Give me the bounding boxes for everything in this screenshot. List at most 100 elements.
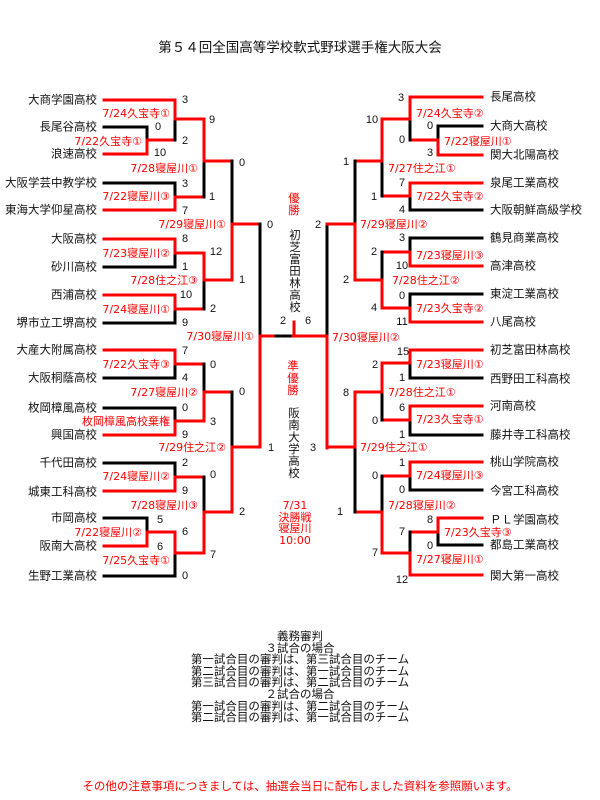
umpire-notes: 義務審判 ３試合の場合 第一試合目の審判は、第三試合目のチーム 第二試合目の審判… — [0, 629, 600, 725]
match-label-right: 7/23久宝寺① — [416, 413, 484, 426]
score-right: 7 — [371, 547, 379, 559]
score-left: 0 — [266, 219, 274, 231]
team-name-right: 大商大高校 — [490, 118, 548, 133]
note-line: ３試合の場合 — [265, 640, 335, 655]
runner-up-label: 準優勝 — [286, 360, 300, 396]
match-label-left: 7/25久宝寺① — [102, 554, 170, 567]
note-line: 第二試合目の審判は、第一試合目のチーム — [190, 710, 410, 725]
score-left: 6 — [181, 526, 189, 538]
note-line: ２試合の場合 — [265, 686, 335, 701]
team-name-left: 大産大附属高校 — [16, 342, 98, 357]
score-left: 1 — [238, 274, 246, 286]
score-right: 1 — [398, 457, 406, 469]
team-name-left: 大阪桐蔭高校 — [28, 370, 97, 385]
team-name-left: 砂川高校 — [51, 259, 97, 274]
match-label-right: 7/29寝屋川② — [360, 218, 428, 231]
match-label-right: 7/22久宝寺② — [416, 190, 484, 203]
score-right: 1 — [398, 429, 406, 441]
score-left: 9 — [181, 317, 189, 329]
score-right: 10 — [395, 260, 409, 272]
score-left: 1 — [208, 191, 216, 203]
score-left: 7 — [181, 345, 189, 357]
score-right: 15 — [396, 346, 410, 358]
final-score-right: 6 — [304, 315, 312, 327]
footnote: その他の注意事項につきましては、抽選会当日に配布しました資料を参照願います。 — [82, 779, 518, 793]
match-label-right: 7/23寝屋川③ — [416, 249, 484, 262]
score-right: 7 — [398, 526, 406, 538]
team-name-left: 城東工科高校 — [28, 484, 97, 499]
team-name-right: 泉尾工業高校 — [490, 175, 559, 190]
match-label-left: 7/30寝屋川① — [186, 330, 254, 343]
score-right: 0 — [426, 120, 434, 132]
match-label-left: 7/22久宝寺① — [74, 135, 142, 148]
team-name-left: 大阪高校 — [51, 231, 97, 246]
match-label-right: 7/29住之江① — [360, 441, 428, 454]
match-label-left: 7/29寝屋川① — [158, 218, 226, 231]
team-name-left: 市岡高校 — [51, 510, 97, 525]
team-name-left: 堺市立工堺高校 — [16, 315, 98, 330]
final-round: 決勝戦 — [278, 510, 312, 524]
match-label-right: 7/28住之江② — [392, 274, 460, 287]
score-left: 3 — [209, 416, 217, 428]
note-line: 第一試合目の審判は、第二試合目のチーム — [190, 698, 410, 713]
match-label-right: 7/28住之江① — [388, 386, 456, 399]
note-line: 第一試合目の審判は、第三試合目のチーム — [190, 652, 410, 667]
team-name-right: 西野田工科高校 — [490, 371, 571, 386]
score-left: 7 — [209, 549, 217, 561]
team-name-right: 今宮工科高校 — [490, 483, 559, 498]
team-name-right: 東淀工業高校 — [490, 286, 559, 301]
score-left: 0 — [209, 359, 217, 371]
match-label-left: 7/22寝屋川② — [74, 526, 142, 539]
score-left: 0 — [209, 469, 217, 481]
team-name-right: 藤井寺工科高校 — [490, 427, 571, 442]
score-left: 0 — [238, 386, 246, 398]
match-label-right: 7/23久宝寺③ — [444, 526, 512, 539]
score-left: 10 — [179, 289, 193, 301]
score-right: 1 — [336, 506, 344, 518]
final-score-left: 2 — [279, 315, 287, 327]
score-right: 2 — [342, 274, 350, 286]
score-right: 3 — [397, 92, 405, 104]
team-name-left: 枚岡樟風高校 — [28, 400, 97, 415]
final-date: 7/31 — [282, 499, 308, 512]
team-name-right: 長尾高校 — [490, 89, 536, 104]
team-name-left: 浪速高校 — [51, 146, 97, 161]
score-left: 12 — [209, 246, 223, 258]
score-right: 0 — [426, 540, 434, 552]
score-left: 3 — [181, 178, 189, 190]
team-name-right: 河南高校 — [490, 398, 536, 413]
score-right: 3 — [426, 147, 434, 159]
score-left: 6 — [156, 541, 164, 553]
match-label-right: 7/24久宝寺② — [416, 107, 484, 120]
team-name-right: ＰＬ学園高校 — [490, 512, 559, 527]
score-left: 1 — [267, 442, 275, 454]
match-label-right: 7/24寝屋川③ — [416, 469, 484, 482]
score-left: 1 — [181, 261, 189, 273]
score-left: 9 — [181, 485, 189, 497]
score-right: 0 — [371, 415, 379, 427]
score-right: 12 — [395, 574, 409, 586]
score-right: 0 — [398, 134, 406, 146]
match-label-left: 7/24寝屋川① — [102, 303, 170, 316]
score-right: 4 — [398, 204, 406, 216]
match-label-left: 7/23寝屋川② — [102, 247, 170, 260]
team-name-right: 高津高校 — [490, 258, 536, 273]
team-name-left: 生野工業高校 — [28, 568, 97, 583]
match-label-left: 枚岡樟風高校棄権 — [82, 415, 170, 428]
note-line: 義務審判 — [277, 629, 323, 643]
score-right: 7 — [398, 177, 406, 189]
score-left: 3 — [181, 94, 189, 106]
score-left: 2 — [209, 303, 217, 315]
score-right: 1 — [370, 191, 378, 203]
match-label-right: 7/22寝屋川① — [444, 135, 512, 148]
team-name-left: 興国高校 — [51, 427, 97, 442]
score-left: 0 — [181, 402, 189, 414]
score-right: 8 — [342, 387, 350, 399]
match-label-right: 7/27寝屋川① — [416, 553, 484, 566]
score-left: 2 — [181, 457, 189, 469]
match-label-right: 7/30寝屋川② — [332, 331, 400, 344]
score-right: 2 — [371, 359, 379, 371]
team-name-right: 都島工業高校 — [490, 537, 559, 552]
match-label-left: 7/27寝屋川② — [130, 386, 198, 399]
